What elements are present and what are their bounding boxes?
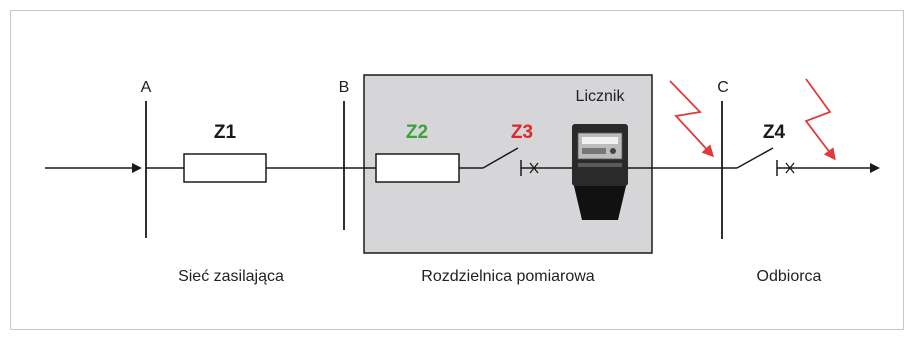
section-supply-label: Sieć zasilająca <box>178 268 284 285</box>
point-a-label: A <box>141 79 152 96</box>
z2-fuse <box>375 153 460 183</box>
lightning-icon <box>804 78 836 161</box>
section-consumer-label: Odbiorca <box>757 268 822 285</box>
z3-switch-blade <box>482 147 519 169</box>
section-switchboard-label: Rozdzielnica pomiarowa <box>421 268 595 285</box>
z2-label: Z2 <box>406 122 428 143</box>
lightning-icon <box>669 80 715 158</box>
point-c-label: C <box>717 79 729 96</box>
z3-label: Z3 <box>511 122 533 143</box>
z1-label: Z1 <box>214 122 237 143</box>
meter-icon <box>572 124 628 220</box>
z4-label: Z4 <box>763 122 786 143</box>
point-b-label: B <box>339 79 350 96</box>
z3-contact-x <box>529 162 539 174</box>
z4-contact-x <box>785 162 795 174</box>
outer-frame <box>10 10 904 330</box>
z1-fuse <box>183 153 267 183</box>
meter-label: Licznik <box>576 88 626 105</box>
z4-switch-blade <box>736 147 774 169</box>
